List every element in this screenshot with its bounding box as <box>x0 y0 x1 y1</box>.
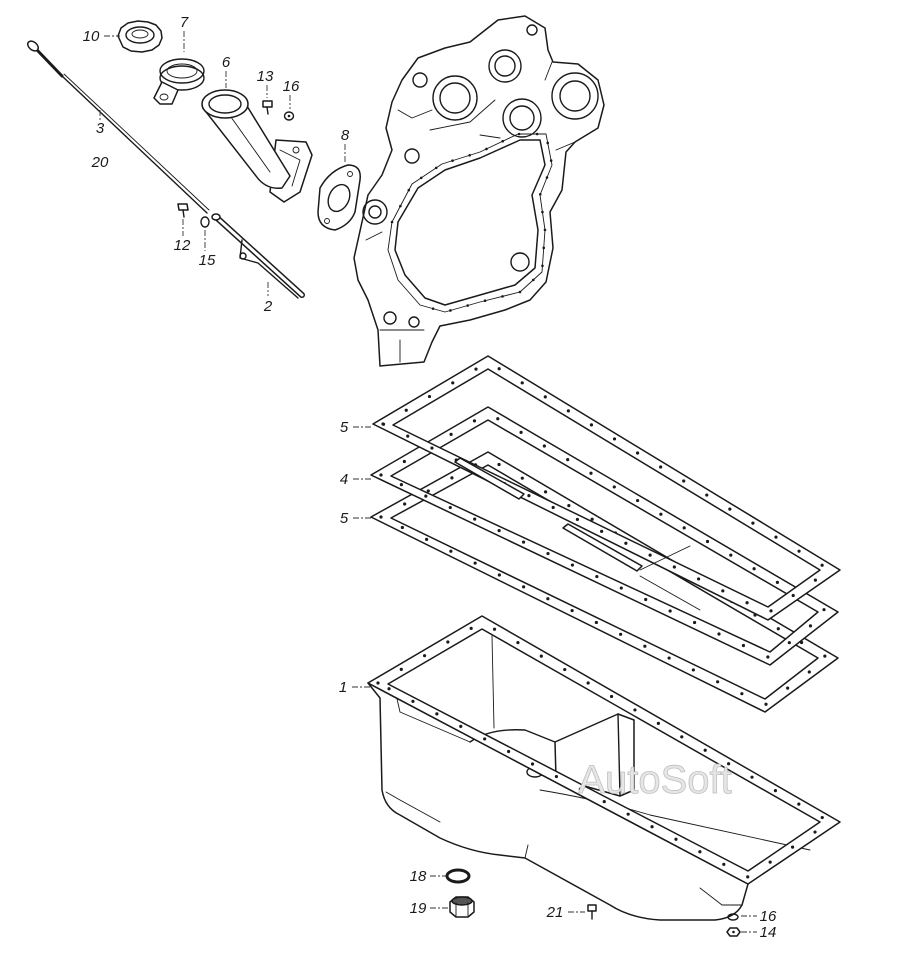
callout-drain-plug: 19 <box>410 900 427 917</box>
part-pan-washer <box>727 913 739 921</box>
callout-gasket-upper: 5 <box>340 419 349 436</box>
part-gasket-middle <box>370 406 839 666</box>
callout-neck-washer: 16 <box>283 78 300 95</box>
part-pan-bolt <box>587 904 597 920</box>
part-filler-neck <box>201 89 313 203</box>
part-tube-washer <box>200 216 210 228</box>
watermark: AutoSoft <box>578 758 731 802</box>
part-pan-nut <box>726 927 741 937</box>
part-gasket-upper <box>372 355 841 621</box>
callout-oil-pan: 1 <box>339 679 347 696</box>
part-filler-clamp <box>153 58 205 105</box>
part-tube-bolt <box>177 203 189 218</box>
part-neck-washer <box>283 111 295 121</box>
part-filler-cap <box>117 20 163 53</box>
callout-pan-washer: 16 <box>760 908 777 925</box>
part-dipstick <box>26 40 210 214</box>
part-oil-pan <box>367 615 841 921</box>
callout-tube-bolt: 12 <box>174 237 191 254</box>
callout-pan-nut: 14 <box>760 924 777 941</box>
front-cover <box>353 15 605 367</box>
part-neck-bolt <box>262 100 273 115</box>
callout-filler-neck: 6 <box>222 54 231 71</box>
part-drain-plug <box>449 896 475 918</box>
callout-dipstick-alt: 20 <box>91 154 109 171</box>
callout-pan-bolt: 21 <box>546 904 564 921</box>
callout-gasket-middle: 4 <box>340 471 348 488</box>
callout-filler-cap: 10 <box>83 28 100 45</box>
part-gasket-lower <box>370 451 839 713</box>
callouts: 10 7 6 13 16 8 3 20 12 15 2 5 4 5 1 18 1… <box>83 14 777 941</box>
callout-gasket-lower: 5 <box>340 510 349 527</box>
part-dipstick-tube <box>211 213 305 299</box>
callout-tube-washer: 15 <box>199 252 216 269</box>
part-neck-gasket <box>317 164 361 231</box>
callout-dipstick-tube: 2 <box>263 298 273 315</box>
part-drain-seal <box>445 868 471 884</box>
gasket-stiffeners <box>454 457 701 611</box>
callout-neck-bolt: 13 <box>257 68 274 85</box>
leader-lines <box>99 31 757 933</box>
callout-neck-gasket: 8 <box>341 127 350 144</box>
callout-filler-clamp: 7 <box>180 14 189 31</box>
callout-dipstick: 3 <box>96 120 105 137</box>
callout-drain-seal: 18 <box>410 868 427 885</box>
